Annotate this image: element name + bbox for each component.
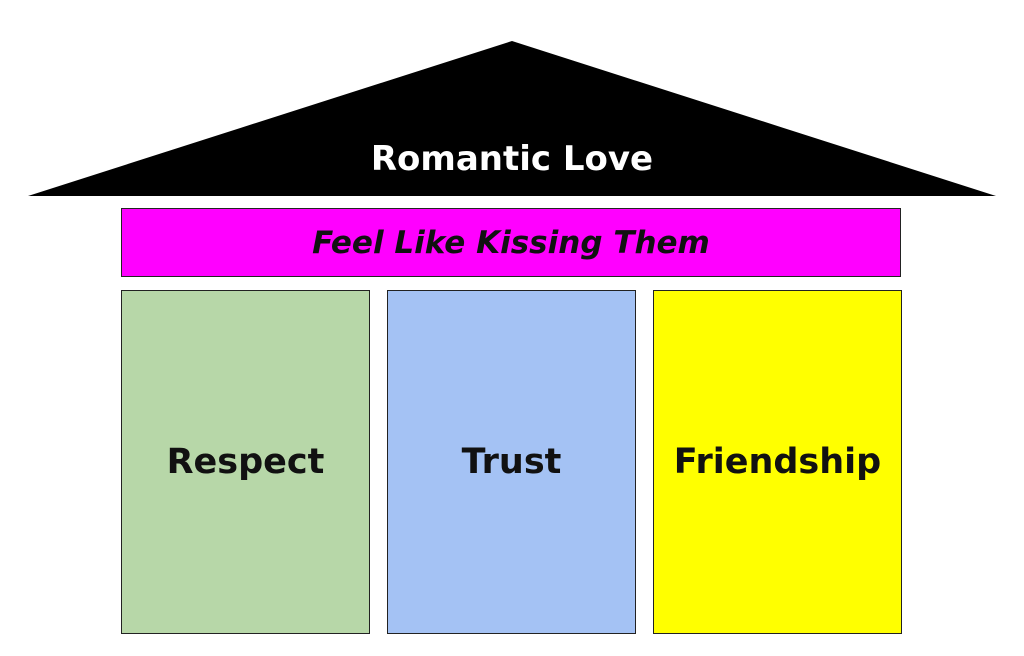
pillar-label: Friendship bbox=[673, 442, 882, 482]
roof-triangle bbox=[28, 41, 996, 196]
roof-label: Romantic Love bbox=[370, 139, 654, 179]
beam-label: Feel Like Kissing Them bbox=[312, 224, 710, 261]
pillar-friendship: Friendship bbox=[653, 290, 902, 634]
beam-bar: Feel Like Kissing Them bbox=[121, 208, 901, 277]
roof-shape bbox=[28, 41, 996, 196]
pillar-trust: Trust bbox=[387, 290, 636, 634]
pillar-label: Respect bbox=[166, 442, 325, 482]
pillar-label: Trust bbox=[461, 442, 562, 482]
pillar-respect: Respect bbox=[121, 290, 370, 634]
